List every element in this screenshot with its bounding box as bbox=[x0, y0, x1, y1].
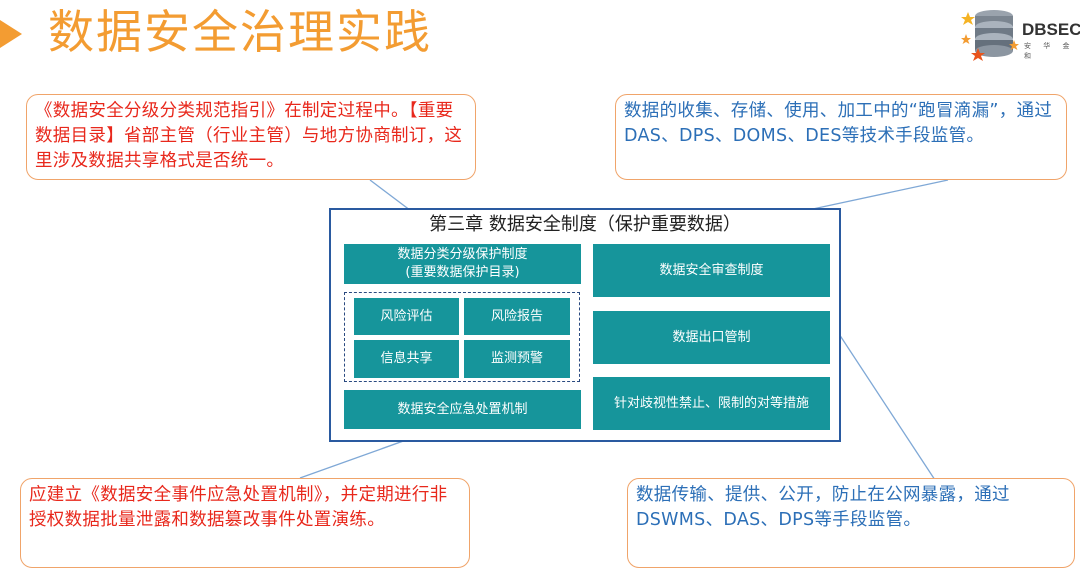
export-control-tile: 数据出口管制 bbox=[593, 311, 830, 364]
note-public-exposure: 数据传输、提供、公开，防止在公网暴露，通过DSWMS、DAS、DPS等手段监管。 bbox=[627, 478, 1075, 568]
classification-tile: 数据分类分级保护制度 (重要数据保护目录) bbox=[344, 244, 581, 284]
title-arrow-icon bbox=[0, 20, 22, 48]
classification-line1: 数据分类分级保护制度 bbox=[397, 247, 528, 262]
chapter-title: 第三章 数据安全制度（保护重要数据） bbox=[429, 214, 741, 235]
chapter-frame: 第三章 数据安全制度（保护重要数据） 数据分类分级保护制度 (重要数据保护目录)… bbox=[329, 208, 841, 442]
logo-text: DBSEC bbox=[1022, 20, 1080, 39]
risk-group bbox=[344, 292, 580, 382]
note-classification-guide: 《数据安全分级分类规范指引》在制定过程中。【重要数据目录】省部主管（行业主管）与… bbox=[26, 94, 476, 180]
emergency-tile: 数据安全应急处置机制 bbox=[344, 390, 581, 429]
logo-subtext: 安 华 金 和 bbox=[1024, 42, 1075, 60]
risk-assessment-tile: 风险评估 bbox=[354, 298, 459, 335]
database-logo-icon bbox=[961, 10, 1019, 61]
info-sharing-tile: 信息共享 bbox=[354, 340, 459, 378]
note-data-leak-monitoring: 数据的收集、存储、使用、加工中的“跑冒滴漏”，通过DAS、DPS、DOMS、DE… bbox=[615, 94, 1067, 180]
page-title: 数据安全治理实践 bbox=[48, 5, 432, 59]
countermeasures-tile: 针对歧视性禁止、限制的对等措施 bbox=[593, 377, 830, 430]
risk-report-tile: 风险报告 bbox=[464, 298, 570, 335]
security-review-tile: 数据安全审查制度 bbox=[593, 244, 830, 297]
classification-line2: (重要数据保护目录) bbox=[405, 265, 520, 280]
monitoring-alert-tile: 监测预警 bbox=[464, 340, 570, 378]
note-emergency-mechanism: 应建立《数据安全事件应急处置机制》，并定期进行非授权数据批量泄露和数据篡改事件处… bbox=[20, 478, 470, 568]
